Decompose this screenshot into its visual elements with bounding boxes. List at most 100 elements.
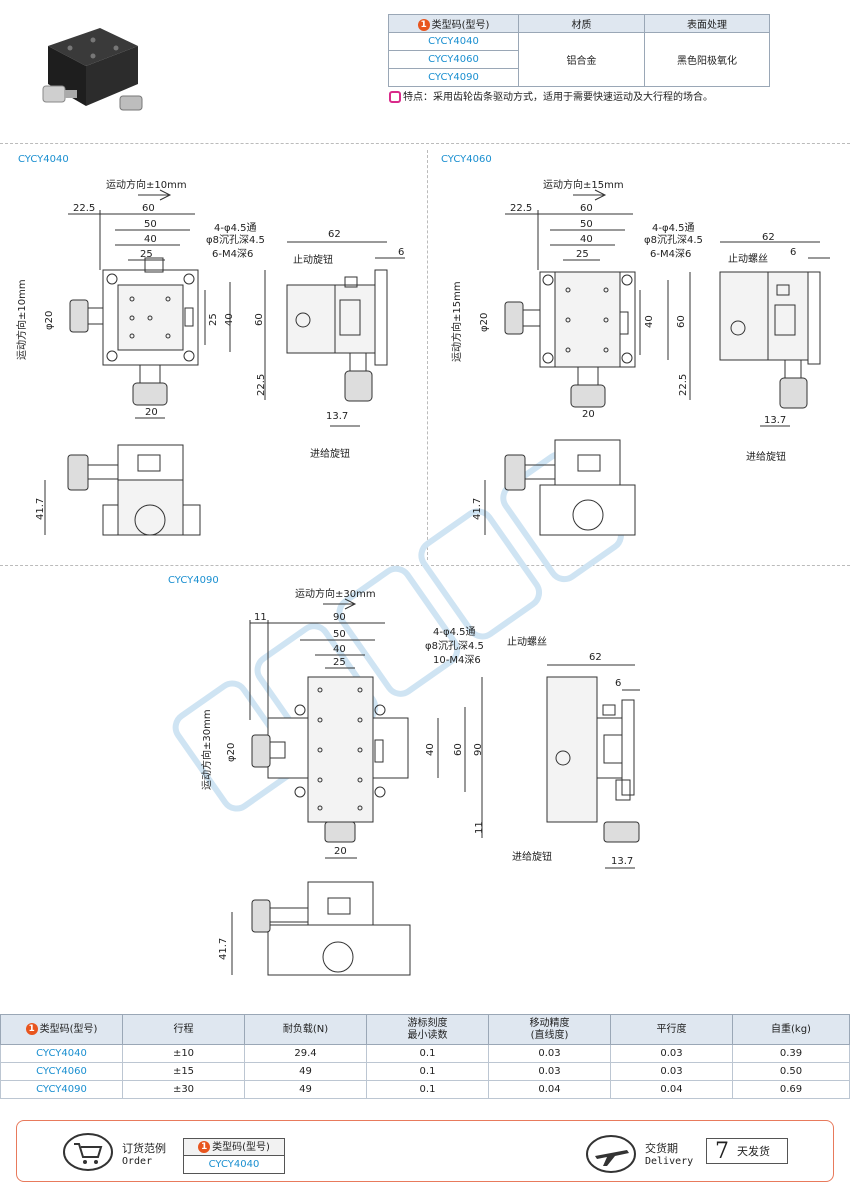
lock-label-4040: 止动旋钮 [293,255,333,266]
dim-4090-k: 11 [474,821,485,834]
table-row: CYCY4040 ±10 29.4 0.1 0.03 0.03 0.39 [0,1044,850,1063]
delivery-days: 7 [715,1138,729,1164]
dim-4040-j: 60 [254,313,265,326]
dim-4060-n: 13.7 [764,415,787,426]
spec-surface: 黑色阳极氧化 [644,32,770,87]
feed-label-4090: 进给旋钮 [512,852,552,863]
dim-4040-c: 50 [144,219,157,230]
spec-header-surface: 表面处理 [644,14,770,33]
dim-4040-a: 22.5 [73,203,96,214]
note-4040-2: φ8沉孔深4.5 [206,235,265,246]
dim-4040-d: 40 [144,234,157,245]
cart-icon [63,1133,113,1171]
dim-4060-c: 50 [580,219,593,230]
feed-label-4040: 进给旋钮 [310,449,350,460]
table-row: CYCY4060 ±15 49 0.1 0.03 0.03 0.50 [0,1062,850,1081]
divider-top [0,143,850,144]
dim-4090-b: 90 [333,612,346,623]
motion-label-4090: 运动方向±30mm [295,589,376,600]
dim-4060-d: 40 [580,234,593,245]
dim-4040-k: 22.5 [256,373,267,396]
spec-material: 铝合金 [518,32,645,87]
drawing-4040-top [44,189,405,536]
dim-4040-m: 6 [398,247,405,258]
order-label-en: Order [122,1156,153,1167]
dim-4060-k: 22.5 [678,373,689,396]
motion-label-4060: 运动方向±15mm [543,180,624,191]
dim-4040-g: φ20 [44,310,55,330]
dim-4060-g: φ20 [479,312,490,332]
dim-4090-c: 50 [333,629,346,640]
dim-4090-f: 20 [334,846,347,857]
dim-4060-m: 6 [790,247,797,258]
dim-4040-e: 25 [140,249,153,260]
dim-4060-a: 22.5 [510,203,533,214]
dim-4090-j: 60 [453,743,464,756]
product-photo [38,18,148,123]
dim-4090-n: 13.7 [611,856,634,867]
order-label-cn: 订货范例 [122,1142,166,1155]
dim-4060-l: 62 [762,232,775,243]
perf-header-load: 耐负载(N) [244,1014,367,1045]
drawing-title-4040: CYCY4040 [18,154,69,165]
dim-4060-f: 20 [582,409,595,420]
note-4060-2: φ8沉孔深4.5 [644,235,703,246]
spec-model-2: CYCY4060 [388,50,519,69]
note-4040-1: 4-φ4.5通 [214,223,257,234]
drawing-title-4090: CYCY4090 [168,575,219,586]
perf-header-vernier: 游标刻度 最小读数 [366,1014,489,1045]
dim-4090-m: 6 [615,678,622,689]
feature-text: 特点：采用齿轮齿条驱动方式，适用于需要快速运动及大行程的场合。 [389,88,713,103]
dim-4040-h: 25 [208,313,219,326]
note-4060-1: 4-φ4.5通 [652,223,695,234]
delivery-label-en: Delivery [645,1156,694,1167]
dim-4040-b: 60 [142,203,155,214]
footer-panel [16,1120,834,1182]
dim-4040-n: 13.7 [326,411,349,422]
delivery-text: 天发货 [737,1145,770,1158]
feed-label-4060: 进给旋钮 [746,452,786,463]
motion-label-4040: 运动方向±10mm [106,180,187,191]
note-4040-3: 6-M4深6 [212,249,254,260]
dim-4090-i: 40 [425,743,436,756]
drawing-title-4060: CYCY4060 [441,154,492,165]
dim-4090-a: 11 [254,612,267,623]
drawing-4060-top [484,189,830,536]
dim-4060-o: 41.7 [472,497,483,520]
dim-4060-e: 25 [576,249,589,260]
perf-header-stroke: 行程 [122,1014,245,1045]
dim-4090-p: 90 [473,743,484,756]
spec-header-material: 材质 [518,14,645,33]
spec-model-1: CYCY4040 [388,32,519,51]
perf-header-weight: 自重(kg) [732,1014,850,1045]
dim-4090-d: 40 [333,644,346,655]
perf-header-parallel: 平行度 [610,1014,733,1045]
lock-label-4090: 止动螺丝 [507,637,547,648]
dim-4060-i: 40 [644,315,655,328]
dim-4090-o: 41.7 [218,937,229,960]
note-4090-1: 4-φ4.5通 [433,627,476,638]
dim-4060-b: 60 [580,203,593,214]
drawing-4090-top [231,598,640,976]
dim-4060-j: 60 [676,315,687,328]
note-4090-2: φ8沉孔深4.5 [425,641,484,652]
feature-icon [389,91,401,103]
dim-4040-l: 62 [328,229,341,240]
note-4060-3: 6-M4深6 [650,249,692,260]
dim-4040-i: 40 [224,313,235,326]
divider-mid [427,150,428,560]
dim-4090-g: φ20 [226,742,237,762]
perf-header-accuracy: 移动精度 (直线度) [488,1014,611,1045]
dim-4040-f: 20 [145,407,158,418]
lock-label-4060: 止动螺丝 [728,254,768,265]
dim-4090-e: 25 [333,657,346,668]
airplane-icon [586,1135,636,1173]
spec-model-3: CYCY4090 [388,68,519,87]
dim-4040-o: 41.7 [35,497,46,520]
